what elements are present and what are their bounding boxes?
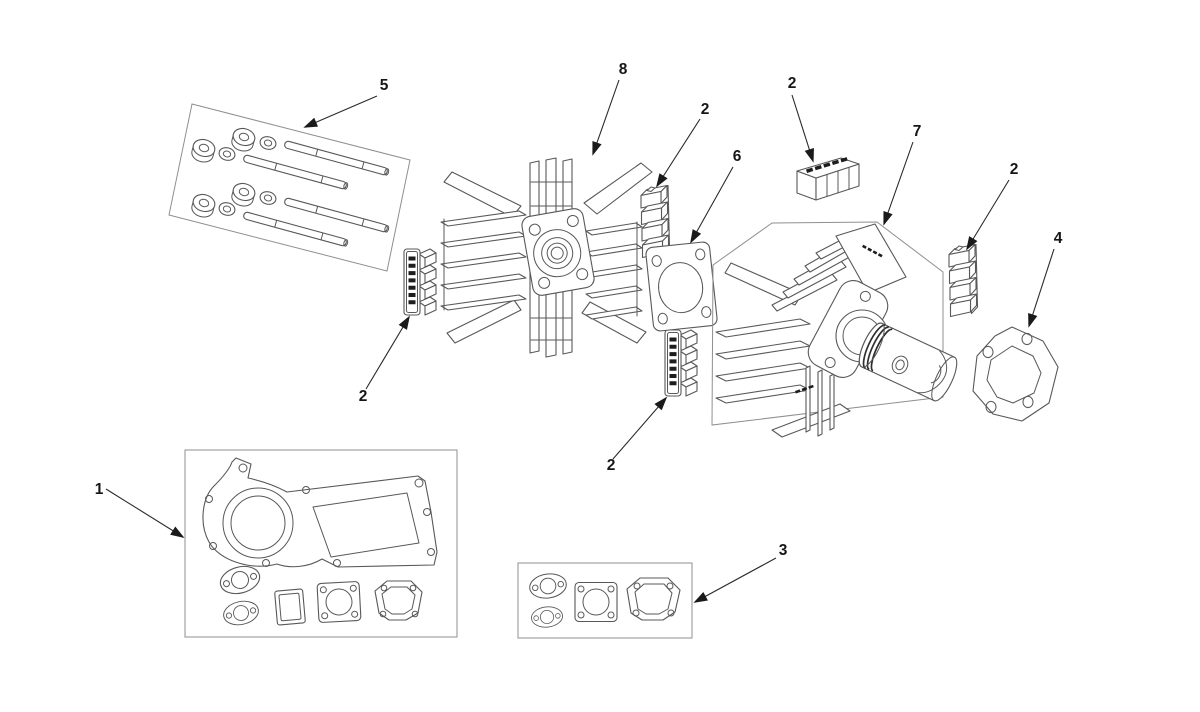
arrow-to-stud-kit [303,95,378,128]
washer [217,200,237,218]
callout-label-2a: 2 [701,101,710,118]
arrow-to-top-end-set [693,557,777,603]
crankcase-gasket [202,457,438,568]
callout-label-8: 8 [619,61,628,78]
arrow-to-block-left [365,315,410,390]
washer [258,189,278,207]
part-cylinder-piston-kit [711,221,958,438]
base-gasket-small [374,580,423,621]
part-base-gasket [972,326,1059,422]
kit-box-outline [711,221,944,426]
insulator-block-left [404,249,436,315]
callout-labels: 5 8 2 6 2 7 2 4 2 2 1 3 [95,61,1063,559]
cap-nut [189,191,218,220]
callout-label-2d: 2 [359,388,368,405]
arrow-to-block-lower-middle [612,396,668,460]
intake-gasket [529,604,565,630]
head-face-plate [521,208,595,296]
base-gasket-small [626,577,681,621]
insulator-block-lower-middle [665,330,697,396]
callout-label-5: 5 [380,77,389,94]
arrow-to-block-upper-middle [656,118,701,188]
callout-arrows [105,79,1055,603]
washer [258,134,278,152]
piston [858,322,958,402]
cap-nut [229,125,258,154]
callout-label-2b: 2 [788,75,797,92]
head-gasket-small [574,581,618,623]
kit-box-outline [168,103,411,272]
insulator-block-right [949,245,978,317]
arrow-to-block-top [791,94,814,163]
part-head-gasket [645,241,718,332]
arrow-to-base-gasket [1028,248,1055,328]
part-stud-and-nut-kit [168,103,411,272]
arrow-to-cylinder-head [592,79,620,156]
callout-label-2e: 2 [607,457,616,474]
cap-nut [229,180,258,209]
intake-gasket [220,597,262,629]
insulator-block-top [796,157,860,201]
part-top-end-gasket-set [517,562,693,639]
callout-label-1: 1 [95,481,104,498]
head-gasket-small [316,580,362,624]
callout-label-7: 7 [913,123,922,140]
callout-label-2c: 2 [1010,161,1019,178]
washer [217,145,237,163]
callout-label-3: 3 [779,542,788,559]
kit-box-outline [184,449,458,638]
arrow-to-cylinder-kit [883,141,914,226]
callout-label-4: 4 [1054,230,1063,247]
arrow-to-gasket-set [105,488,185,538]
kit-box-outline [517,562,693,639]
arrow-to-block-right [966,179,1010,251]
exhaust-gasket [527,571,569,601]
arrow-to-head-gasket [690,166,734,244]
callout-label-6: 6 [733,148,742,165]
exhaust-gasket [216,561,264,599]
part-engine-gasket-set [184,449,458,638]
part-cylinder-head [440,157,653,358]
cap-nut [189,136,218,165]
square-gasket [274,588,306,626]
